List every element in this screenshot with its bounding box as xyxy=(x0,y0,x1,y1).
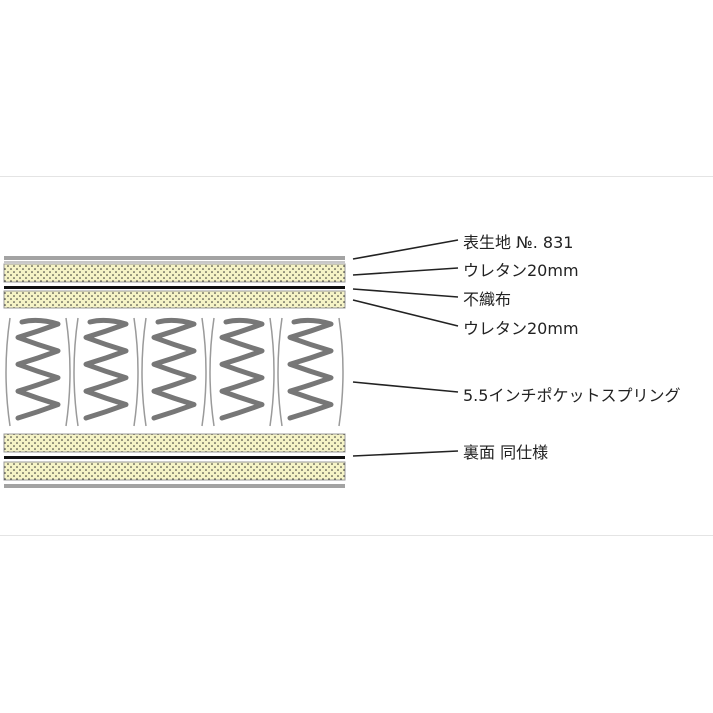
spring-coil xyxy=(219,317,265,421)
spring-coil xyxy=(151,317,197,421)
leader-line-urethane-mid xyxy=(352,299,459,327)
urethane-layer-bottom-2-dots xyxy=(4,462,345,480)
spring-pocket-outline xyxy=(5,317,71,427)
label-back: 裏面 同仕様 xyxy=(463,443,548,462)
diagram-frame xyxy=(0,176,713,536)
leader-line-nonwoven xyxy=(352,288,459,298)
spring-pocket-outline xyxy=(141,317,207,427)
cover-band-inner xyxy=(4,261,345,263)
urethane-layer-top-dots xyxy=(4,264,345,282)
label-spring: 5.5インチポケットスプリング xyxy=(463,386,680,405)
urethane-layer-mid-dots xyxy=(4,291,345,308)
nonwoven-line-bottom xyxy=(4,456,345,459)
leader-line-cover xyxy=(352,239,459,260)
spring-coil xyxy=(287,317,334,421)
cover-band xyxy=(4,256,345,260)
pocket-spring-layer xyxy=(5,317,344,427)
spring-pocket-outline xyxy=(73,317,139,427)
spring-pocket-outline xyxy=(277,317,344,427)
leader-line-urethane-top xyxy=(352,267,459,276)
leader-line-back xyxy=(352,450,459,457)
label-urethane-mid: ウレタン20mm xyxy=(463,319,579,338)
leader-line-spring xyxy=(352,381,459,393)
nonwoven-line xyxy=(4,286,345,289)
label-urethane-top: ウレタン20mm xyxy=(463,261,579,280)
spring-coil xyxy=(15,317,61,421)
cover-band-bottom xyxy=(4,484,345,488)
spring-coil xyxy=(83,317,129,421)
urethane-layer-bottom-1-dots xyxy=(4,434,345,452)
label-nonwoven: 不織布 xyxy=(463,290,511,309)
spring-pocket-outline xyxy=(209,317,275,427)
label-cover: 表生地 №. 831 xyxy=(463,233,573,252)
